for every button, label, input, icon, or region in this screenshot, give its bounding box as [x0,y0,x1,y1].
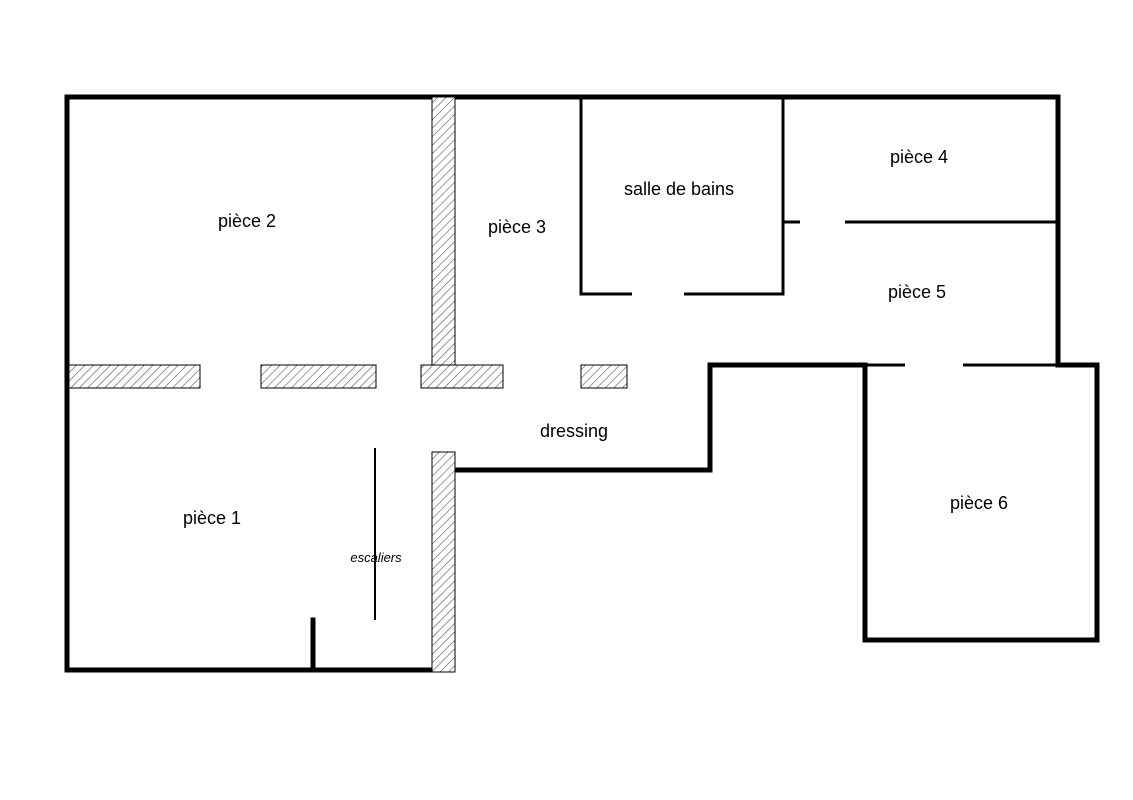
outer-walls [64,94,1100,673]
hatched-wall-vertical-upper [431,96,456,366]
outer-wall-left-top-right [64,94,1100,673]
hatched-walls [68,96,628,673]
hatched-wall-horizontal-4 [580,364,628,389]
hatched-wall-horizontal-2 [260,364,377,389]
bathroom-wall-right [684,97,785,296]
room-label-piece2: pièce 2 [218,211,276,231]
room-labels: pièce 2 pièce 3 salle de bains pièce 4 p… [183,147,1008,565]
hatched-wall-horizontal-1 [68,364,201,389]
room-label-piece3: pièce 3 [488,217,546,237]
hatched-wall-horizontal-3 [420,364,504,389]
interior-walls [310,97,1058,673]
room-label-salle-de-bains: salle de bains [624,179,734,199]
room-label-piece4: pièce 4 [890,147,948,167]
bathroom-wall-left [579,97,632,296]
room-label-dressing: dressing [540,421,608,441]
stairs-label: escaliers [350,550,402,565]
room-label-piece1: pièce 1 [183,508,241,528]
room-label-piece5: pièce 5 [888,282,946,302]
hatched-wall-vertical-lower [431,451,456,673]
room-label-piece6: pièce 6 [950,493,1008,513]
